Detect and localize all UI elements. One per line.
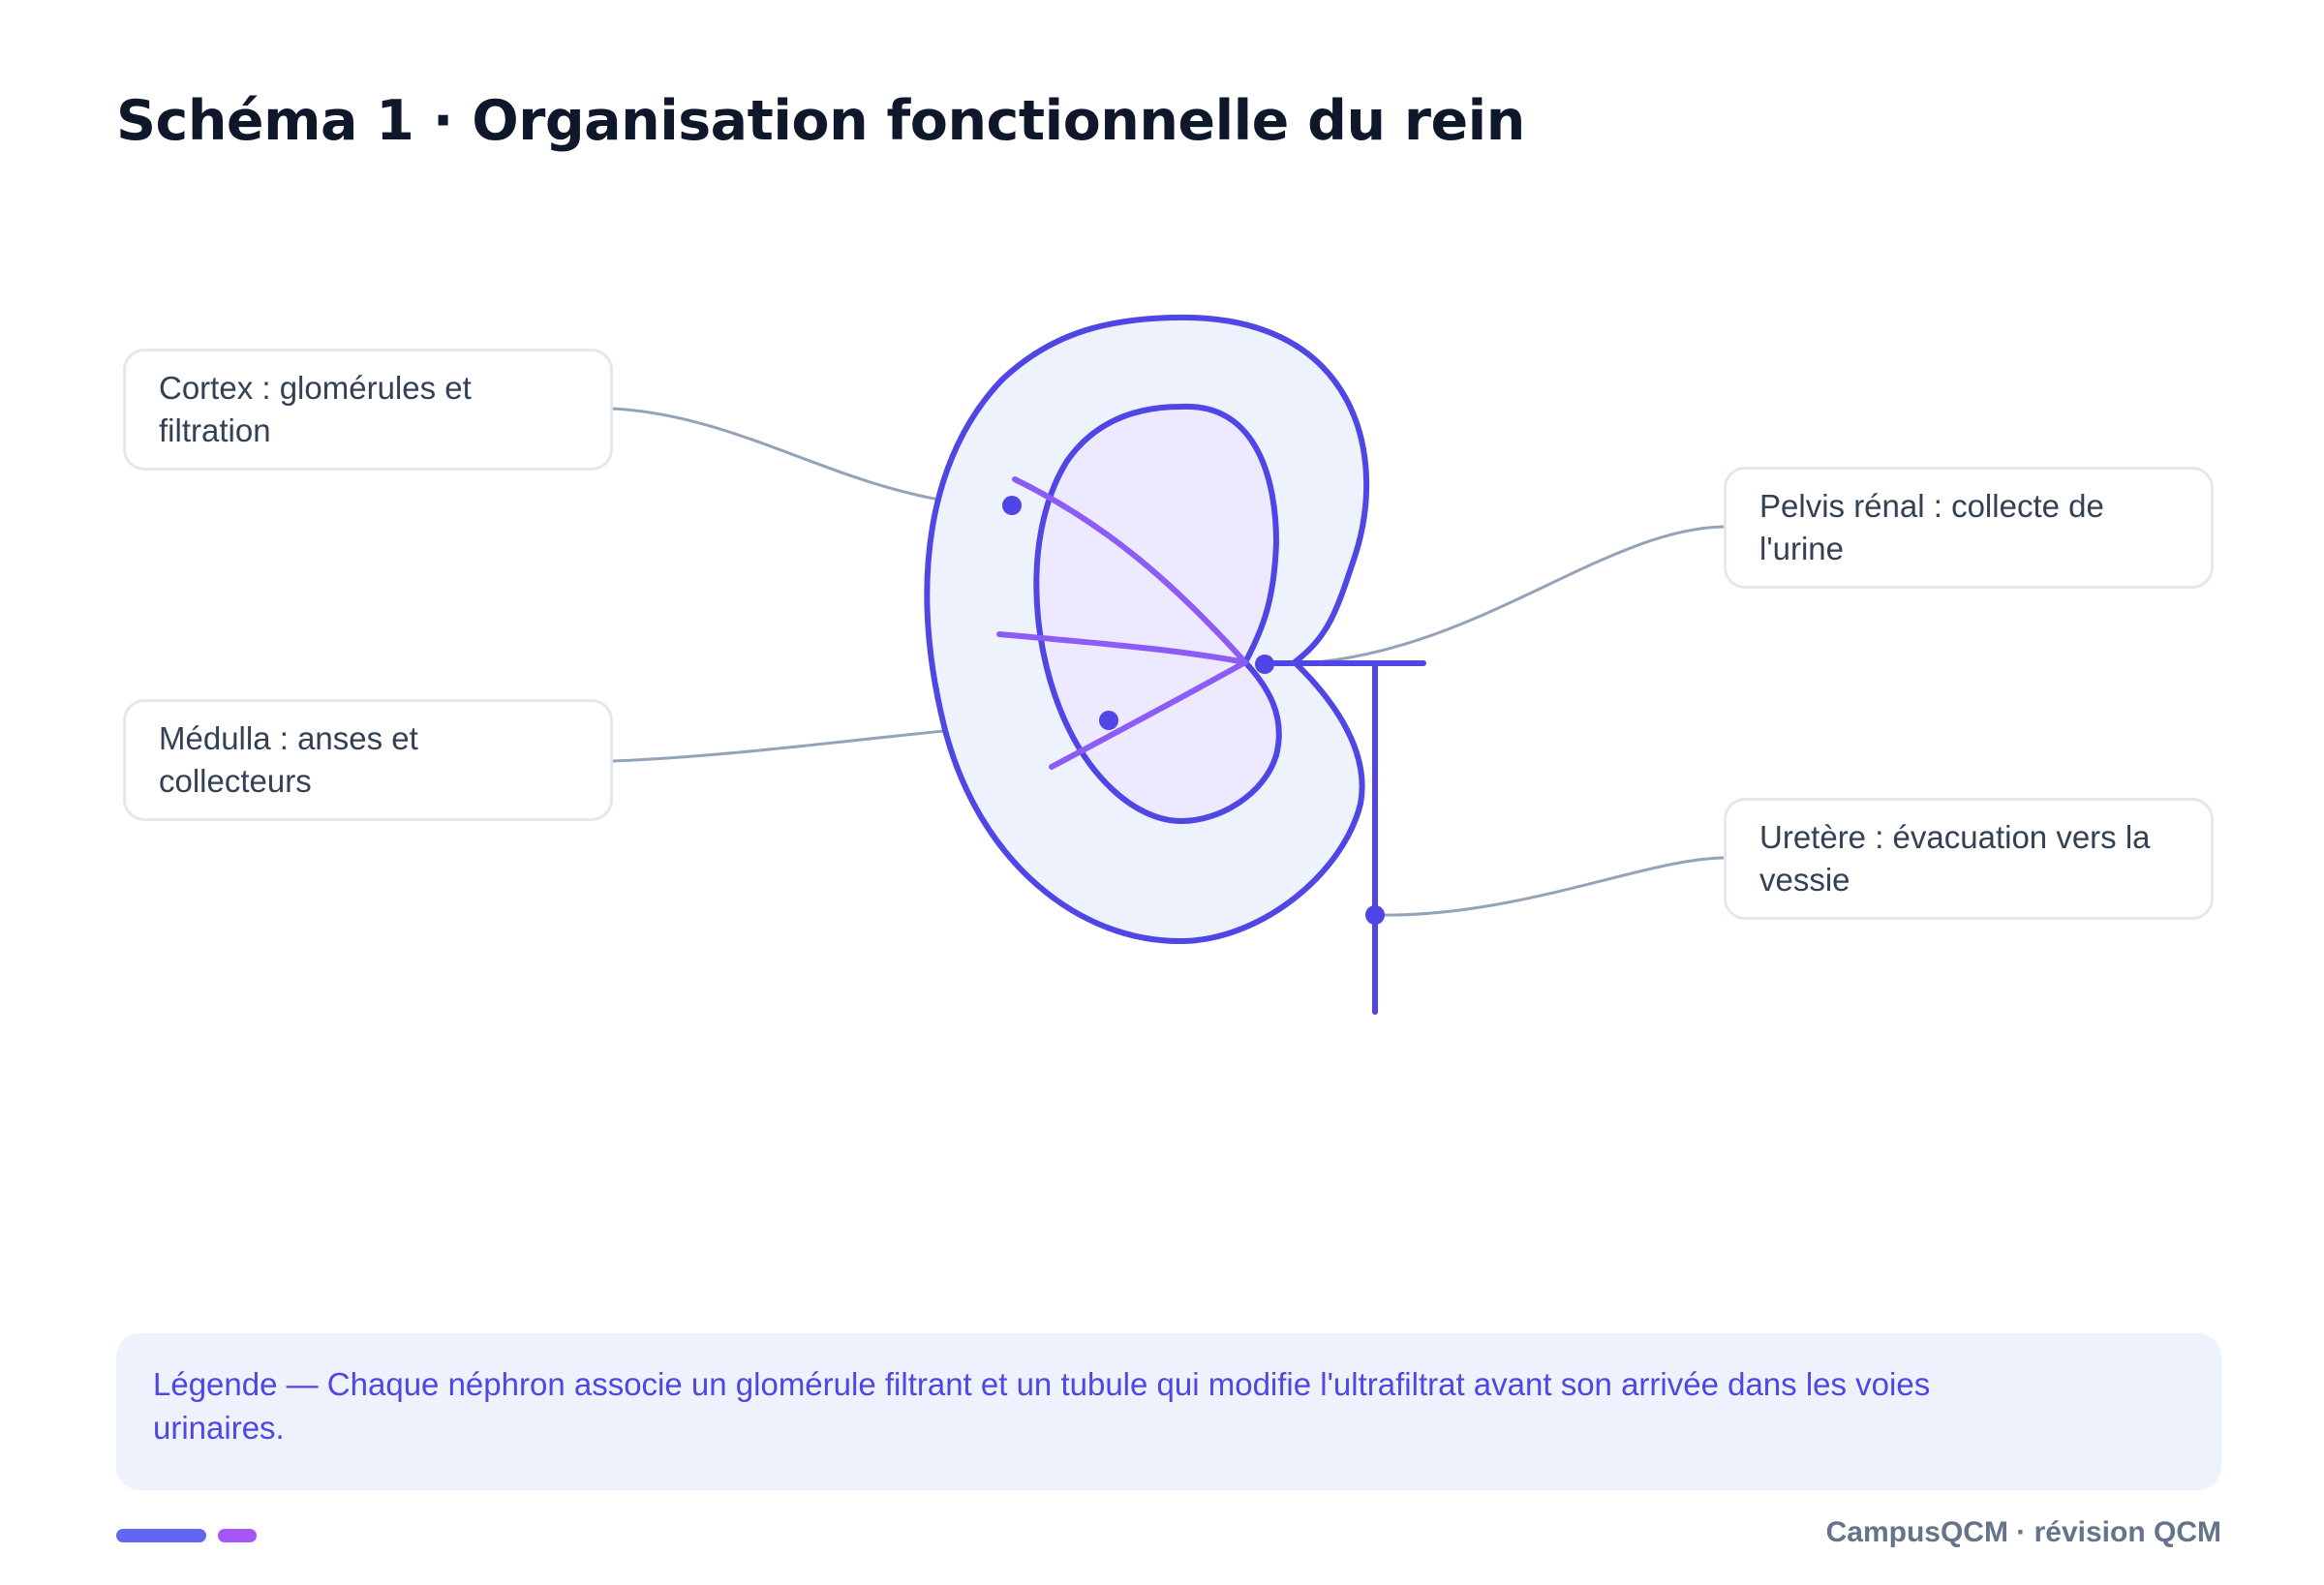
anchor-dot-cortex xyxy=(1002,496,1022,515)
footer-brand: CampusQCM · révision QCM xyxy=(1825,1516,2221,1548)
nephron-line-lower xyxy=(1049,659,1248,770)
callout-uretere-text: Uretère : évacuation vers la vessie xyxy=(1759,819,2151,898)
callout-pelvis: Pelvis rénal : collecte de l'urine xyxy=(1724,467,2214,589)
callout-uretere: Uretère : évacuation vers la vessie xyxy=(1724,798,2214,920)
anchor-dot-pelvis xyxy=(1255,655,1274,674)
callout-pelvis-text: Pelvis rénal : collecte de l'urine xyxy=(1759,488,2104,566)
decorative-bar-purple xyxy=(218,1529,257,1542)
leader-line-uretere xyxy=(1374,856,1727,917)
decorative-bar-indigo xyxy=(116,1529,206,1542)
callout-medulla: Médulla : anses et collecteurs xyxy=(123,699,613,821)
legend-text: Légende — Chaque néphron associe un glom… xyxy=(153,1366,1931,1446)
anchor-dot-uretere xyxy=(1365,905,1385,925)
legend-box: Légende — Chaque néphron associe un glom… xyxy=(116,1333,2221,1490)
callout-cortex: Cortex : glomérules et filtration xyxy=(123,349,613,471)
nephron-line-upper xyxy=(1012,476,1248,665)
anchor-dot-medulla xyxy=(1099,711,1118,730)
callout-cortex-text: Cortex : glomérules et filtration xyxy=(159,370,472,448)
callout-medulla-text: Médulla : anses et collecteurs xyxy=(159,720,418,799)
leader-line-pelvis xyxy=(1268,525,1727,666)
page-title: Schéma 1 · Organisation fonctionnelle du… xyxy=(116,89,1525,153)
nephron-line-middle xyxy=(996,631,1248,665)
